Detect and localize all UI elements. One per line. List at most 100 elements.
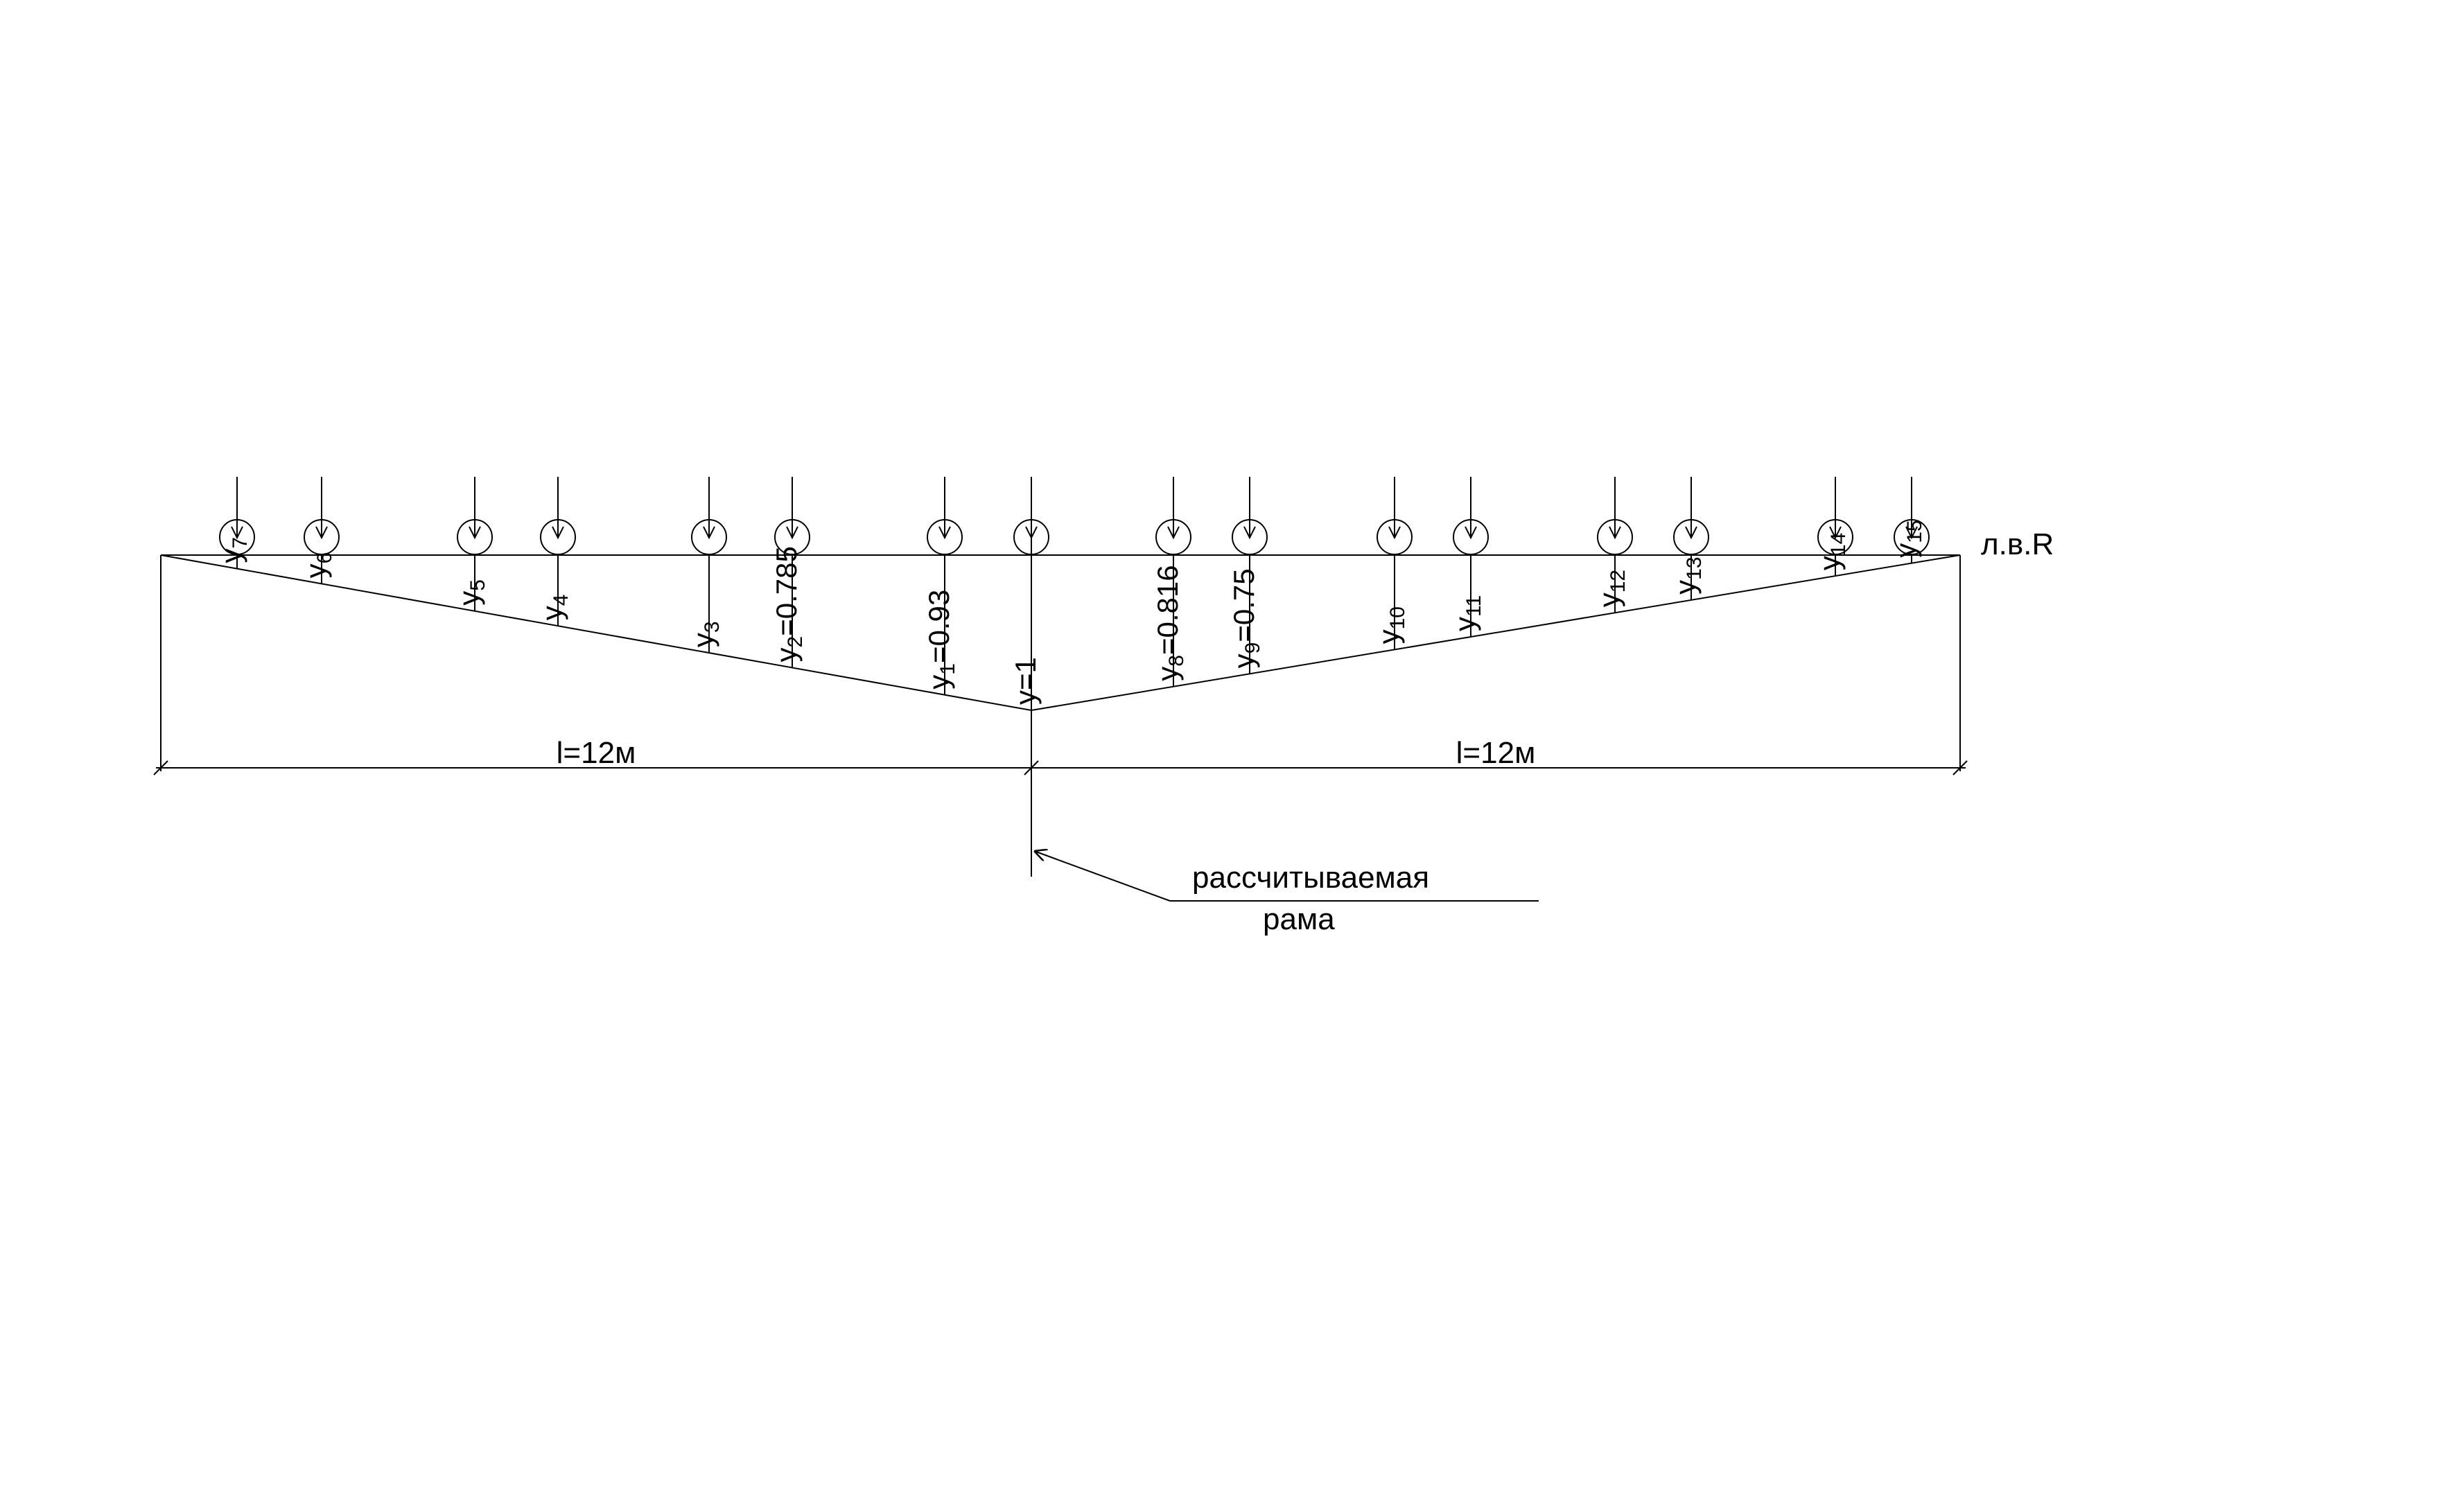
ordinate-label-y6: y6 xyxy=(299,552,336,579)
ordinate-symbol: y xyxy=(687,633,719,647)
ordinate-value: =1 xyxy=(1009,657,1042,690)
wheel-load xyxy=(540,477,576,555)
wheel-circle xyxy=(1597,519,1633,555)
ordinate-label-y10: y10 xyxy=(1372,606,1409,644)
load-arrow-head xyxy=(1609,526,1621,540)
load-group xyxy=(219,477,1930,555)
wheel-load xyxy=(1673,477,1709,555)
wheel-circle xyxy=(927,519,963,555)
wheel-load xyxy=(1597,477,1633,555)
wheel-circle xyxy=(1232,519,1268,555)
wheel-load xyxy=(1377,477,1413,555)
dimension-tick-left xyxy=(153,760,168,775)
span-right-label: l=12м xyxy=(1456,736,1536,770)
ordinate-group xyxy=(236,555,1912,695)
wheel-load xyxy=(1013,477,1049,555)
ordinate-symbol: y xyxy=(536,606,568,620)
ordinate-label-y8: y8=0.816 xyxy=(1151,565,1188,681)
load-arrow-head xyxy=(1829,526,1842,540)
ordinate-symbol: y xyxy=(1227,653,1260,668)
ordinate-subscript: 1 xyxy=(936,663,959,675)
wheel-load xyxy=(219,477,255,555)
wheel-load xyxy=(304,477,340,555)
ordinate-subscript: 15 xyxy=(1903,520,1926,543)
ordinate-symbol: y xyxy=(299,563,332,578)
ordinate-symbol: y xyxy=(453,591,485,606)
ordinate-value: =0.93 xyxy=(923,590,955,663)
wheel-circle xyxy=(1155,519,1191,555)
ordinate-subscript: 7 xyxy=(229,537,252,549)
wheel-load xyxy=(1894,477,1930,555)
load-arrow-head xyxy=(552,526,564,540)
ordinate-symbol: y xyxy=(1009,690,1042,705)
ordinate-symbol: y xyxy=(1669,580,1702,595)
ordinate-subscript: 12 xyxy=(1607,570,1629,593)
ordinate-label-y4: y4 xyxy=(536,595,573,621)
wheel-load xyxy=(1817,477,1853,555)
load-arrow-head xyxy=(315,526,328,540)
ordinate-subscript: 3 xyxy=(701,621,724,633)
wheel-circle xyxy=(1013,519,1049,555)
ordinate-label-y11: y11 xyxy=(1449,595,1485,631)
ordinate-label-y: y=1 xyxy=(1009,657,1042,705)
wheel-circle xyxy=(1673,519,1709,555)
ordinate-subscript: 11 xyxy=(1462,595,1485,617)
wheel-load xyxy=(927,477,963,555)
ordinate-label-y12: y12 xyxy=(1593,570,1629,607)
ordinate-subscript: 14 xyxy=(1827,533,1850,556)
wheel-circle xyxy=(1817,519,1853,555)
line-label: л.в.R xyxy=(1981,527,2054,561)
span-left-label: l=12м xyxy=(557,736,636,770)
callout-leader xyxy=(1034,851,1171,902)
wheel-load xyxy=(1155,477,1191,555)
ordinate-symbol: y xyxy=(923,675,955,690)
ordinate-subscript: 2 xyxy=(784,636,807,648)
callout-line-1: рассчитываемая xyxy=(1192,861,1429,895)
dimension-tick-right xyxy=(1952,760,1968,775)
load-arrow-head xyxy=(469,526,481,540)
load-arrow-head xyxy=(231,526,243,540)
wheel-circle xyxy=(1894,519,1930,555)
ordinate-symbol: y xyxy=(1372,629,1405,644)
ordinate-subscript: 6 xyxy=(313,552,336,564)
ordinate-symbol: y xyxy=(1889,543,1922,558)
load-arrow-head xyxy=(1025,526,1038,540)
dimension-tick-center xyxy=(1024,760,1039,775)
wheel-circle xyxy=(774,519,810,555)
wheel-circle xyxy=(1377,519,1413,555)
ordinate-label-y2: y2=0.785 xyxy=(770,546,807,662)
load-arrow-head xyxy=(786,526,798,540)
ordinate-subscript: 13 xyxy=(1683,556,1706,579)
wheel-circle xyxy=(219,519,255,555)
ordinate-label-y9: y9=0.75 xyxy=(1227,568,1264,668)
wheel-load xyxy=(457,477,493,555)
load-arrow-head xyxy=(1905,526,1918,540)
ordinate-symbol: y xyxy=(1449,617,1481,631)
wheel-circle xyxy=(540,519,576,555)
wheel-circle xyxy=(691,519,727,555)
ordinate-symbol: y xyxy=(1813,556,1846,570)
load-arrow-head xyxy=(1465,526,1477,540)
wheel-load xyxy=(1453,477,1489,555)
ordinate-subscript: 10 xyxy=(1386,606,1409,629)
ordinate-symbol: y xyxy=(1593,593,1625,607)
ordinate-label-y13: y13 xyxy=(1669,556,1706,594)
ordinate-subscript: 5 xyxy=(466,579,489,591)
ordinate-subscript: 8 xyxy=(1165,655,1188,667)
ordinate-label-y15: y15 xyxy=(1889,520,1926,557)
ordinate-label-y1: y1=0.93 xyxy=(923,590,959,690)
wheel-circle xyxy=(1453,519,1489,555)
load-arrow-head xyxy=(938,526,951,540)
wheel-circle xyxy=(457,519,493,555)
ordinate-label-y14: y14 xyxy=(1813,533,1850,570)
load-arrow-head xyxy=(1685,526,1697,540)
ordinate-label-y5: y5 xyxy=(453,579,489,606)
ordinate-symbol: y xyxy=(770,647,803,662)
ordinate-symbol: y xyxy=(215,549,247,563)
ordinate-value: =0.816 xyxy=(1151,565,1184,655)
load-arrow-head xyxy=(1167,526,1180,540)
ordinate-subscript: 9 xyxy=(1241,642,1264,654)
callout-line-2: рама xyxy=(1263,902,1335,936)
load-arrow-head xyxy=(1243,526,1256,540)
